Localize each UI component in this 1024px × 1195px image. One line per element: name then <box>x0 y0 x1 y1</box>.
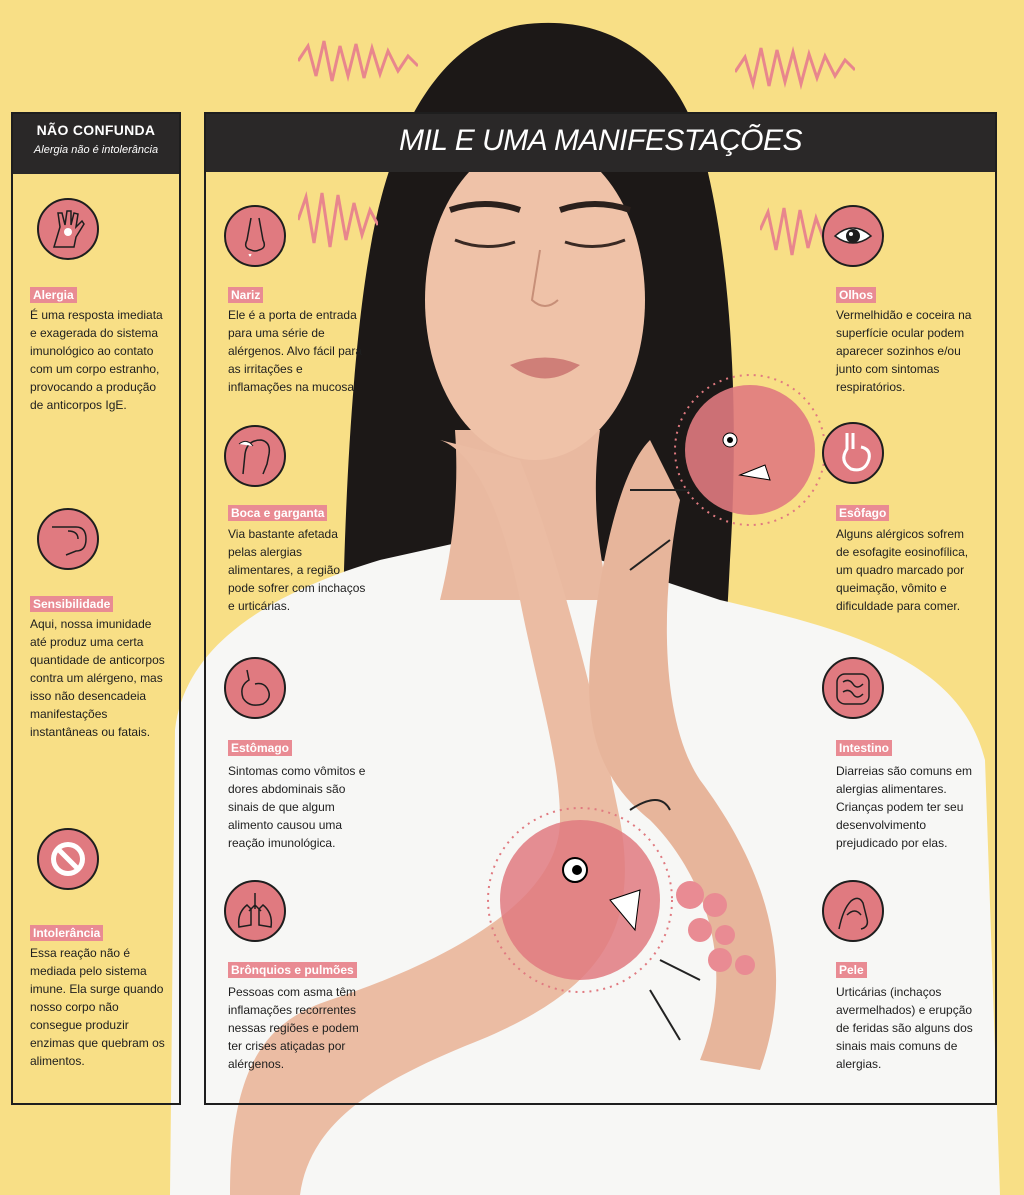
left-panel-header: NÃO CONFUNDA Alergia não é intolerância <box>13 114 179 174</box>
item-text-alergia: É uma resposta imediata e exagerada do s… <box>30 308 163 412</box>
item-text-intestino: Diarreias são comuns em alergias aliment… <box>836 764 973 850</box>
item-text-esofago: Alguns alérgicos sofrem de esofagite eos… <box>836 527 969 613</box>
zigzag-decoration <box>298 40 418 82</box>
item-label-estomago: Estômago <box>228 740 293 756</box>
item-label-nariz: Nariz <box>228 287 264 303</box>
item-label-alergia: Alergia <box>30 287 77 303</box>
item-text-nariz: Ele é a porta de entrada para uma série … <box>228 308 363 394</box>
eye-icon <box>822 205 884 267</box>
face <box>425 140 645 460</box>
nose <box>530 249 559 307</box>
item-label-sensibilidade: Sensibilidade <box>30 596 114 612</box>
item-label-intestino: Intestino <box>836 740 892 756</box>
finger-icon <box>37 508 99 570</box>
intestine-icon <box>822 657 884 719</box>
esophagus-icon <box>822 422 884 484</box>
item-label-intolerancia: Intolerância <box>30 925 104 941</box>
right-eye-closed <box>564 238 626 248</box>
item-label-esofago: Esôfago <box>836 505 890 521</box>
germ-creature-top <box>629 374 826 571</box>
prohibited-icon <box>37 828 99 890</box>
skin-icon <box>822 880 884 942</box>
item-label-pele: Pele <box>836 962 867 978</box>
stomach-icon <box>224 657 286 719</box>
right-panel: MIL E UMA MANIFESTAÇÕES <box>204 112 997 1105</box>
item-label-boca-garganta: Boca e garganta <box>228 505 328 521</box>
left-panel: NÃO CONFUNDA Alergia não é intolerância <box>11 112 181 1105</box>
item-text-boca-garganta: Via bastante afetada pelas alergias alim… <box>228 527 366 613</box>
throat-icon <box>224 425 286 487</box>
left-panel-title: NÃO CONFUNDA <box>36 122 156 138</box>
left-arm <box>230 440 625 1195</box>
zigzag-decoration <box>735 46 855 90</box>
item-label-bronquios-pulmoes: Brônquios e pulmões <box>228 962 357 978</box>
left-eye-closed <box>454 238 516 248</box>
item-text-estomago: Sintomas como vômitos e dores abdominais… <box>228 764 366 850</box>
zigzag-decoration <box>298 191 378 248</box>
hand-rash-icon <box>37 198 99 260</box>
germ-creature-bottom <box>487 799 701 1041</box>
item-text-intolerancia: Essa reação não é mediada pelo sistema i… <box>30 946 165 1068</box>
item-text-pele: Urticárias (inchaços avermelhados) e eru… <box>836 985 973 1071</box>
item-text-sensibilidade: Aqui, nossa imunidade até produz uma cer… <box>30 617 165 739</box>
zigzag-decoration <box>760 207 830 256</box>
right-arm <box>589 440 777 1070</box>
left-brow <box>449 201 521 213</box>
nose-icon <box>224 205 286 267</box>
right-panel-title: MIL E UMA MANIFESTAÇÕES <box>206 114 995 172</box>
lungs-icon <box>224 880 286 942</box>
left-panel-subtitle: Alergia não é intolerância <box>33 144 159 156</box>
item-label-olhos: Olhos <box>836 287 877 303</box>
item-text-bronquios-pulmoes: Pessoas com asma têm inflamações recorre… <box>228 985 359 1071</box>
item-text-olhos: Vermelhidão e coceira na superfície ocul… <box>836 308 972 394</box>
right-brow <box>559 201 631 213</box>
lips <box>510 357 580 379</box>
rash-blobs <box>676 881 755 975</box>
